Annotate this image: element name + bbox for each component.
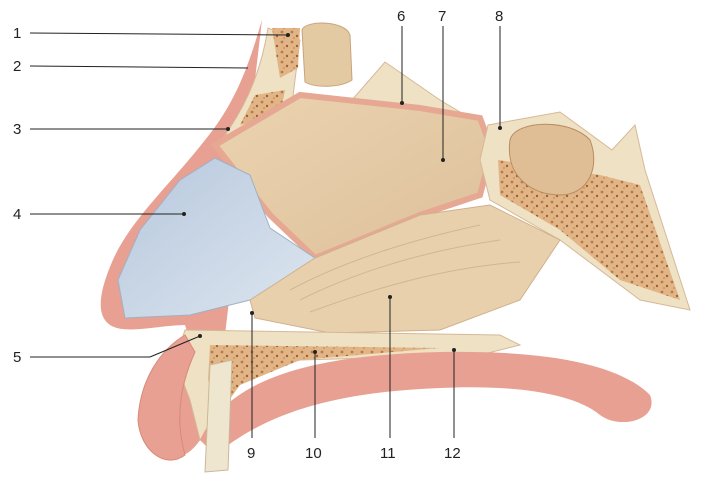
- label-11: 11: [380, 445, 396, 462]
- label-5: 5: [13, 349, 21, 366]
- label-1: 1: [13, 25, 21, 42]
- label-12: 12: [444, 445, 461, 462]
- label-3: 3: [13, 121, 21, 138]
- frontal-sinus: [302, 23, 352, 86]
- label-2: 2: [13, 58, 21, 75]
- label-4: 4: [13, 206, 21, 223]
- label-10: 10: [305, 445, 322, 462]
- label-7: 7: [438, 8, 446, 25]
- label-8: 8: [495, 8, 503, 25]
- label-6: 6: [397, 8, 405, 25]
- label-9: 9: [247, 445, 255, 462]
- incisor-tooth: [205, 360, 232, 472]
